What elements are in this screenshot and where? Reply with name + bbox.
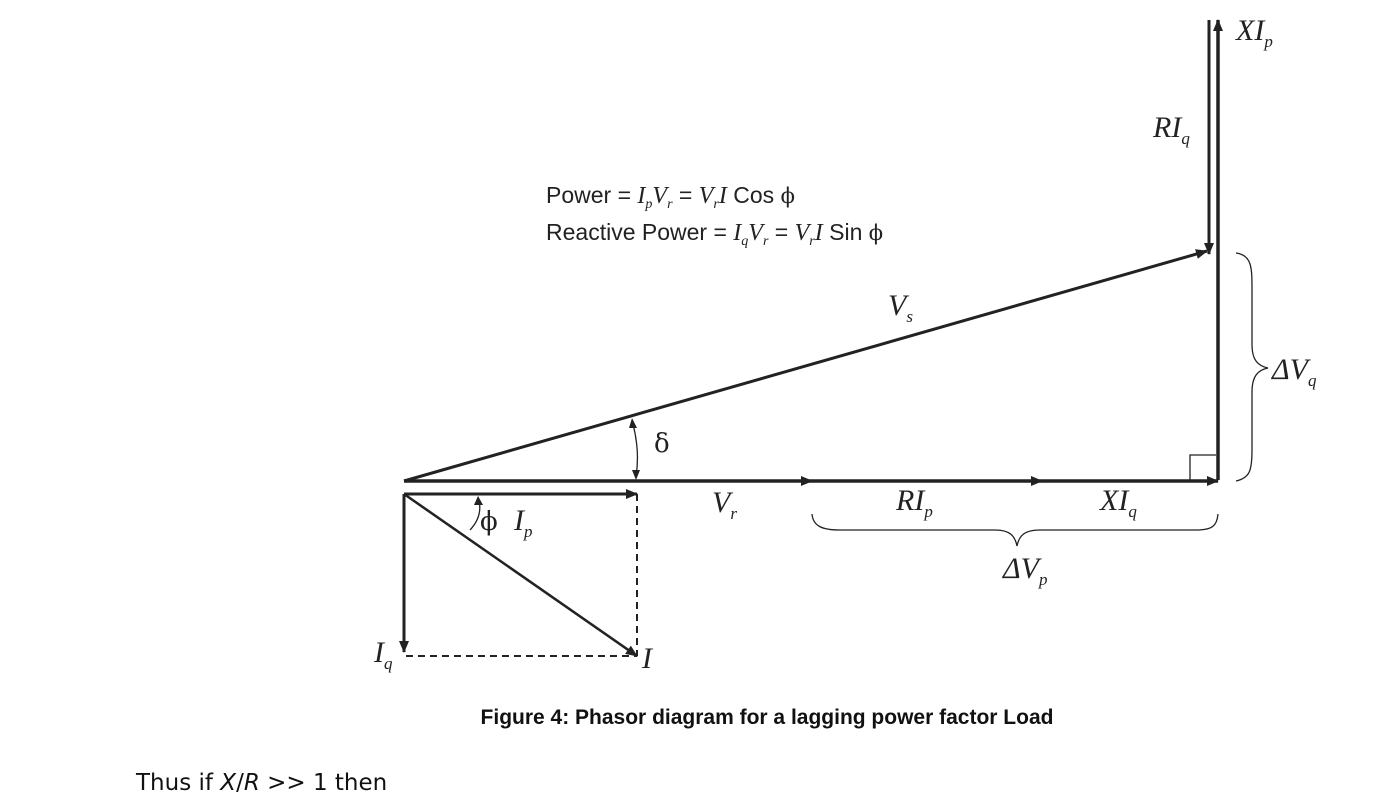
delta-arc-arrow-bottom [632,470,640,480]
delta-vp-brace [811,513,1219,547]
phasor-diagram: Power = IpVr = VrI Cos ϕ Reactive Power … [373,14,1317,675]
vs-phasor [403,249,1208,483]
delta-angle-arc [632,423,639,477]
delta-vp-label: ΔVp [1002,552,1047,589]
reactive-power-equation: Reactive Power = IqVr = VrI Sin ϕ [546,219,883,249]
i-label: I [641,642,654,675]
delta-label: δ [654,429,670,459]
riq-label: RIq [1152,111,1190,148]
phi-label: ϕ [480,507,498,537]
body-text: Thus if X/R >> 1 then [136,770,388,796]
figure-caption: Figure 4: Phasor diagram for a lagging p… [480,706,1054,729]
delta-arc-arrow-top [629,418,637,428]
rip-label: RIp [895,484,933,521]
vr-label: Vr [712,486,737,523]
power-equation: Power = IpVr = VrI Cos ϕ [546,182,795,212]
xip-label: XIp [1235,14,1273,51]
delta-vq-label: ΔVq [1271,353,1317,390]
ip-label: Ip [513,504,533,541]
iq-label: Iq [373,636,393,673]
phi-arc-arrow [474,496,483,505]
xiq-label: XIq [1099,484,1137,521]
i-phasor [403,492,638,658]
delta-vq-brace [1235,252,1269,482]
right-angle-marker [1189,454,1216,481]
vs-label: Vs [888,289,913,326]
